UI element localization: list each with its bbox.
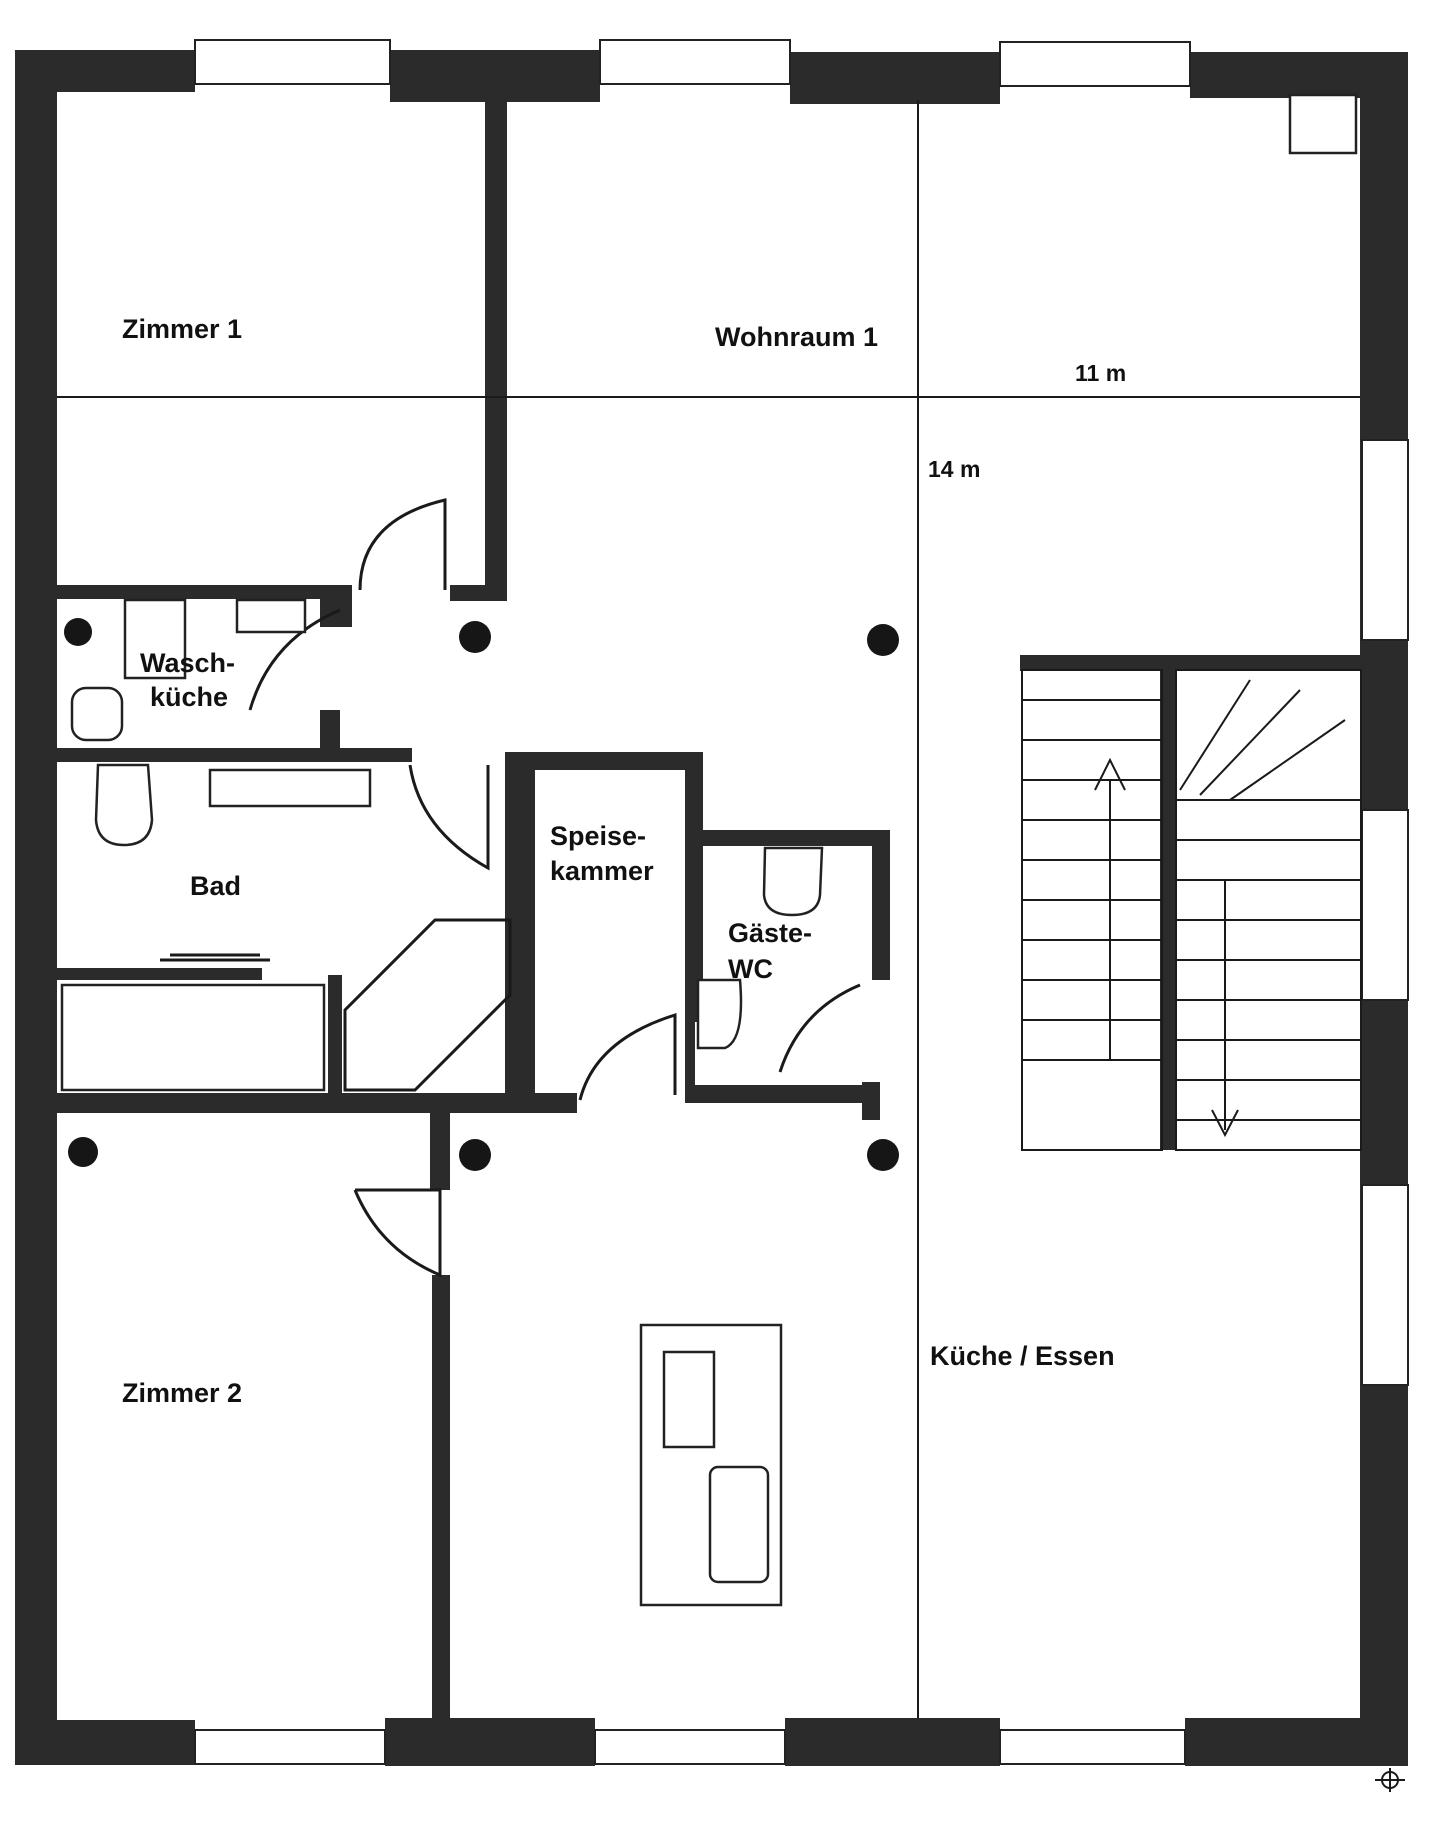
cooktop-icon (708, 1465, 770, 1584)
utility-sink-icon (235, 598, 307, 634)
columns (64, 618, 899, 1171)
kitchen-sink-icon (662, 1350, 716, 1449)
room-label-kueche-essen: Küche / Essen (930, 1341, 1115, 1371)
doors (248, 498, 861, 1278)
fixtures (60, 93, 1358, 1607)
toilet-bad-icon (94, 763, 154, 847)
dimension-width: 11 m (1075, 360, 1126, 386)
dimension-lines (57, 100, 1360, 1718)
room-label-zimmer2: Zimmer 2 (122, 1378, 242, 1408)
windows (194, 39, 1409, 1765)
room-label-zimmer1: Zimmer 1 (122, 314, 242, 344)
handbasin-wc-icon (696, 978, 743, 1050)
room-label-gaeste-wc-2: WC (728, 954, 773, 984)
towel-rail-icon (160, 953, 270, 962)
room-labels: Zimmer 1 Wohnraum 1 Wasch- küche Bad Spe… (122, 314, 1126, 1408)
room-label-waschkueche-2: küche (150, 682, 228, 712)
chimney-icon (1288, 93, 1358, 155)
room-label-wohnraum1: Wohnraum 1 (715, 322, 878, 352)
double-sink-icon (208, 768, 372, 808)
room-label-waschkueche-1: Wasch- (140, 648, 235, 678)
washing-machine-icon (123, 598, 187, 680)
room-label-gaeste-wc-1: Gäste- (728, 918, 812, 948)
bathtub-icon (60, 983, 326, 1092)
dimension-depth: 14 m (928, 456, 980, 482)
north-arrow-icon (1375, 1768, 1405, 1792)
room-label-speisekammer-2: kammer (550, 856, 654, 886)
toilet-wc-icon (762, 846, 824, 917)
room-label-speisekammer-1: Speise- (550, 821, 646, 851)
boiler-icon (70, 686, 124, 742)
room-label-bad: Bad (190, 871, 241, 901)
staircase (1021, 669, 1362, 1151)
